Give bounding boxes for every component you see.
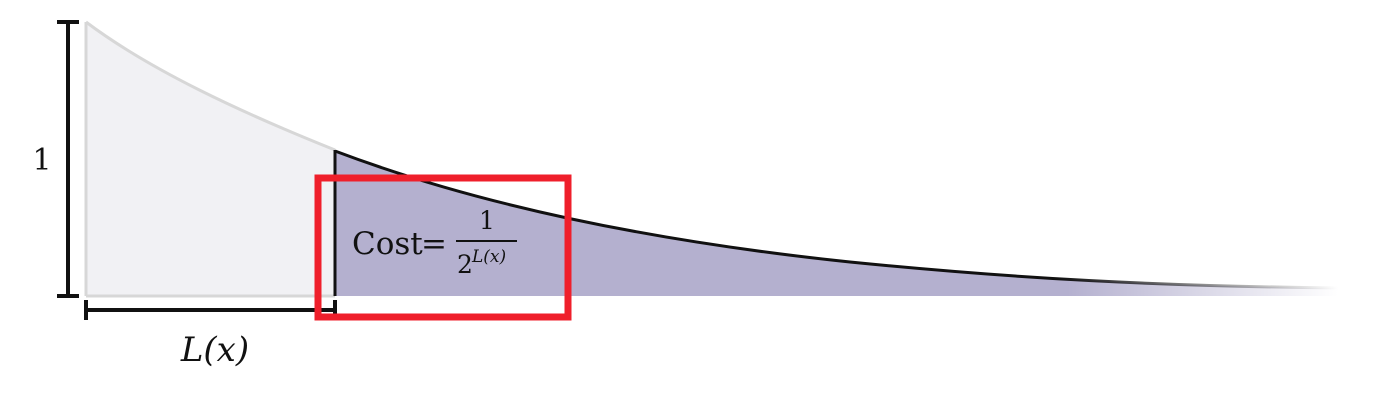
fraction-numerator: 1: [479, 206, 495, 235]
length-label: L(x): [180, 330, 249, 370]
height-measure: [57, 20, 79, 298]
cost-curve: [334, 149, 1339, 290]
cost-label: Cost = 1 2 L(x): [352, 206, 517, 279]
fraction-exponent: L(x): [471, 247, 506, 267]
equals-sign: =: [421, 226, 447, 262]
light-region: [86, 22, 335, 296]
light-curve: [85, 20, 336, 152]
height-label: 1: [32, 143, 51, 178]
cost-region: [335, 151, 1338, 296]
length-measure: [84, 300, 337, 320]
fraction-base: 2: [457, 250, 473, 279]
highlight-box: [314, 174, 572, 321]
cost-word: Cost: [352, 226, 423, 262]
